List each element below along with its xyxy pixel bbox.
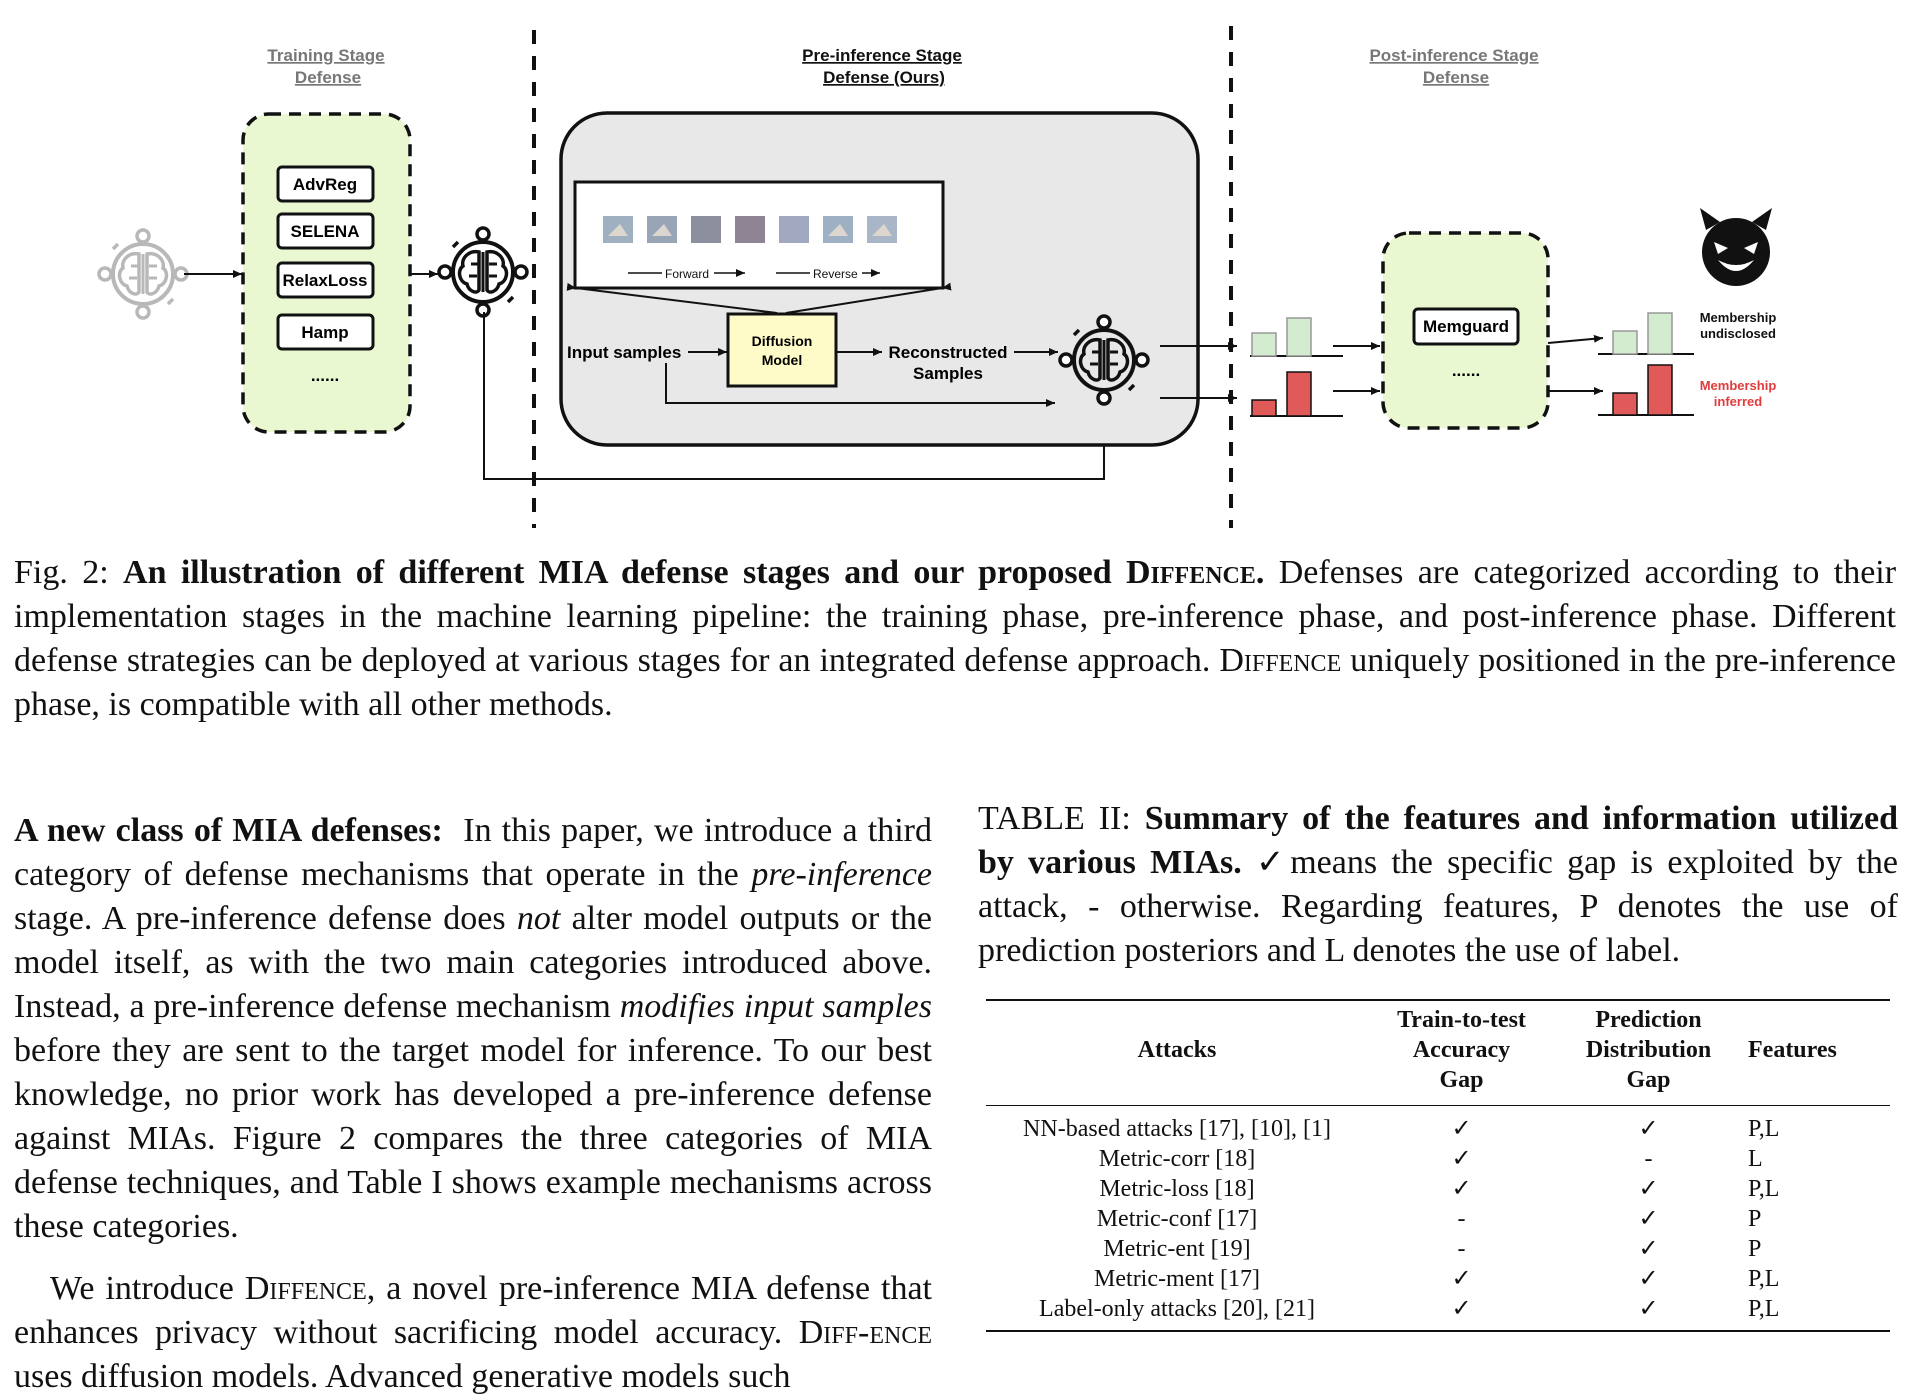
cell-attack: Metric-loss [18] <box>1099 1176 1255 1202</box>
post-method-more: ...... <box>1452 361 1480 380</box>
body-column-left: A new class of MIA defenses: In this pap… <box>14 809 932 1399</box>
membership-undisclosed-label: Membership <box>1700 310 1777 325</box>
preinference-stage-title: Pre-inference Stage <box>802 46 962 65</box>
cell-attack: Metric-ment [17] <box>1094 1266 1260 1292</box>
cell-acc-gap: ✓ <box>1451 1146 1472 1172</box>
table-row: Metric-loss [18] ✓ ✓ P,L <box>986 1174 1890 1204</box>
cell-attack: Metric-corr [18] <box>1098 1146 1256 1172</box>
method-relaxloss: RelaxLoss <box>282 271 367 290</box>
defended-bars-inferred <box>1598 364 1694 416</box>
forward-label: Forward <box>665 267 709 281</box>
cell-features: P,L <box>1748 1116 1780 1142</box>
training-stage-title: Training Stage <box>267 46 384 65</box>
pipeline-figure: Training Stage Defense Pre-inference Sta… <box>97 26 1777 528</box>
table-caption: TABLE II: Summary of the features and in… <box>978 800 1899 969</box>
caption-bold: An illustration of different MIA defense… <box>123 554 1265 591</box>
cell-features: P,L <box>1748 1296 1780 1322</box>
trained-model-icon <box>437 226 529 318</box>
reconstructed-samples-label: Reconstructed <box>888 343 1007 362</box>
cell-dist-gap: ✓ <box>1638 1266 1659 1292</box>
membership-inferred-label-2: inferred <box>1714 394 1762 409</box>
cell-attack: Metric-conf [17] <box>1096 1206 1258 1232</box>
method-memguard: Memguard <box>1423 317 1509 336</box>
input-model-icon <box>97 228 189 320</box>
table-row: NN-based attacks [17], [10], [1] ✓ ✓ P,L <box>986 1106 1890 1145</box>
cell-dist-gap: ✓ <box>1638 1176 1659 1202</box>
membership-undisclosed-label-2: undisclosed <box>1700 326 1776 341</box>
defended-bars-undisclosed <box>1598 312 1694 355</box>
header-features: Features <box>1748 1037 1837 1063</box>
table-row: Metric-conf [17] - ✓ P <box>986 1204 1890 1234</box>
method-more: ...... <box>311 366 339 385</box>
membership-inferred-label: Membership <box>1700 378 1777 393</box>
section-heading: A new class of MIA defenses: <box>14 812 443 849</box>
method-advreg: AdvReg <box>293 175 357 194</box>
cell-dist-gap: ✓ <box>1638 1236 1659 1262</box>
cell-acc-gap: ✓ <box>1451 1116 1472 1142</box>
paragraph-defenses: A new class of MIA defenses: In this pap… <box>14 812 933 1245</box>
method-hamp: Hamp <box>301 323 348 342</box>
cell-dist-gap: - <box>1644 1146 1653 1172</box>
header-attacks: Attacks <box>1137 1037 1217 1063</box>
cell-features: L <box>1748 1146 1763 1172</box>
sample-images <box>603 216 897 243</box>
diffusion-model-label-2: Model <box>762 352 802 368</box>
figure-caption: Fig. 2: An illustration of different MIA… <box>14 551 1896 727</box>
cell-dist-gap: ✓ <box>1638 1116 1659 1142</box>
caption-method-name: Diffence <box>1219 642 1342 679</box>
table-row: Metric-ment [17] ✓ ✓ P,L <box>986 1264 1890 1294</box>
table-row: Metric-ent [19] - ✓ P <box>986 1234 1890 1264</box>
cell-attack: NN-based attacks [17], [10], [1] <box>1023 1116 1331 1142</box>
reverse-label: Reverse <box>813 267 858 281</box>
figure-label: Fig. 2: <box>14 554 109 591</box>
table-row: Metric-corr [18] ✓ - L <box>986 1144 1890 1174</box>
posterior-bars-undisclosed <box>1250 317 1343 357</box>
input-samples-label: Input samples <box>567 343 681 362</box>
cell-features: P,L <box>1748 1266 1780 1292</box>
cell-features: P,L <box>1748 1176 1780 1202</box>
postinference-stage-title: Post-inference Stage <box>1369 46 1538 65</box>
cell-attack: Label-only attacks [20], [21] <box>1039 1296 1315 1322</box>
table-row: Label-only attacks [20], [21] ✓ ✓ P,L <box>986 1294 1890 1331</box>
diffusion-model-box <box>726 312 838 388</box>
caption-text: Defenses are categorized according to th… <box>14 554 1897 679</box>
cell-attack: Metric-ent [19] <box>1103 1236 1251 1262</box>
preinference-stage-title-2: Defense (Ours) <box>823 68 945 87</box>
cell-acc-gap: ✓ <box>1451 1266 1472 1292</box>
reconstructed-samples-label-2: Samples <box>913 364 983 383</box>
cell-acc-gap: ✓ <box>1451 1176 1472 1202</box>
diffusion-model-label: Diffusion <box>752 333 813 349</box>
cell-features: P <box>1748 1236 1762 1262</box>
cell-dist-gap: ✓ <box>1638 1206 1659 1232</box>
posterior-bars-inferred <box>1250 371 1343 417</box>
method-selena: SELENA <box>291 222 360 241</box>
cell-acc-gap: - <box>1457 1236 1466 1262</box>
cell-acc-gap: ✓ <box>1451 1296 1472 1322</box>
cell-features: P <box>1748 1206 1762 1232</box>
caption-text-2: uniquely positioned in the pre-inference… <box>14 642 1897 723</box>
body-column-right: TABLE II: Summary of the features and in… <box>978 797 1899 1331</box>
cell-dist-gap: ✓ <box>1638 1296 1659 1322</box>
devil-icon <box>1700 208 1772 286</box>
cell-acc-gap: - <box>1457 1206 1466 1232</box>
training-stage-title-2: Defense <box>295 68 361 87</box>
paragraph-diffence: We introduce Diffence, a novel pre-infer… <box>14 1270 932 1395</box>
postinference-stage-title-2: Defense <box>1423 68 1489 87</box>
